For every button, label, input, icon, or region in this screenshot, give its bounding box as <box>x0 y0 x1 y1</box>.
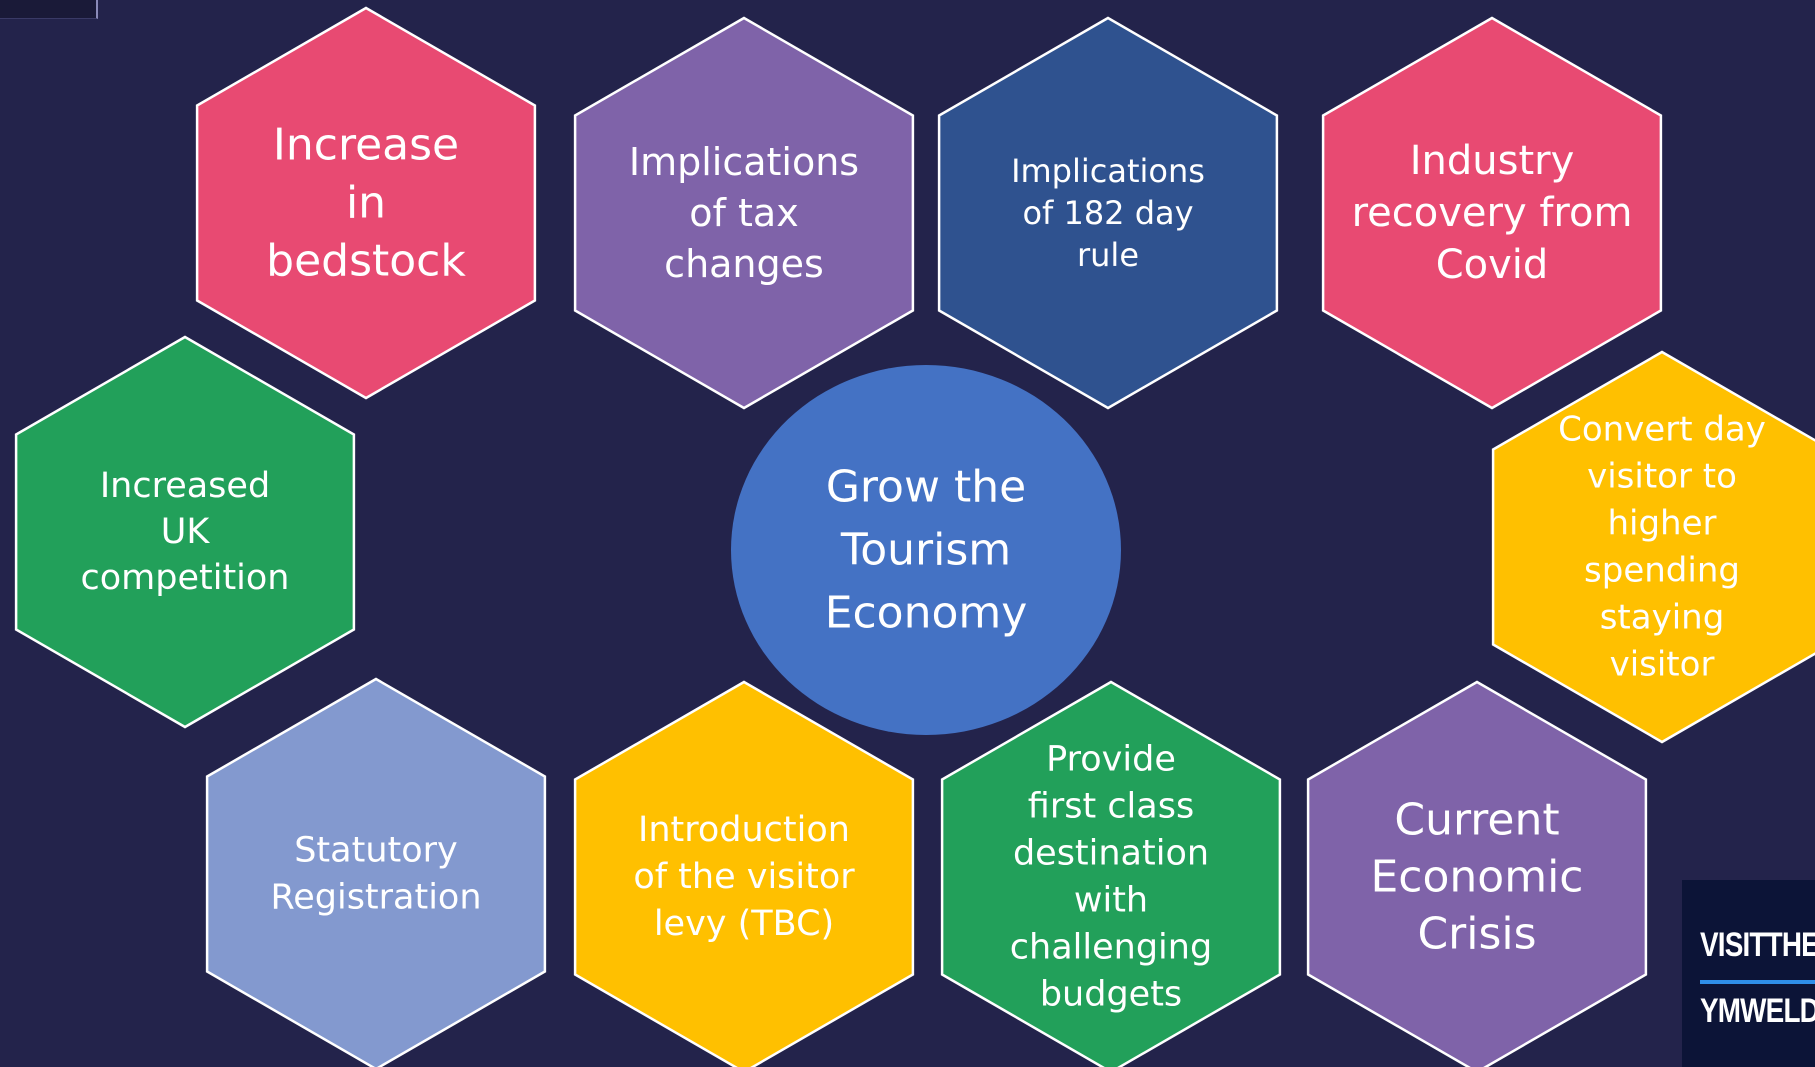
hexagon-bedstock: Increase in bedstock <box>195 6 537 400</box>
hexagon-destination-line: with <box>1074 881 1148 921</box>
logo-rule <box>1700 980 1815 984</box>
hexagon-levy: Introduction of the visitor levy (TBC) <box>573 680 915 1067</box>
hexagon-destination-line: budgets <box>1040 975 1182 1015</box>
hexagon-crisis-line: Crisis <box>1417 909 1536 960</box>
hexagon-competition-line: UK <box>161 512 211 552</box>
hexagon-convert-line: spending <box>1584 551 1740 591</box>
hexagon-destination-line: destination <box>1013 834 1209 874</box>
hexagon-shape <box>937 16 1279 410</box>
hexagon-tax-line: changes <box>664 242 824 286</box>
hexagon-rule182-line: of 182 day <box>1022 194 1193 232</box>
hexagon-destination-line: Provide <box>1046 740 1176 780</box>
hexagon-shape <box>1306 680 1648 1067</box>
logo-line-2: YMWELD <box>1700 992 1815 1030</box>
center-node-line: Economy <box>825 588 1028 639</box>
hexagon-tax-line: Implications <box>629 140 859 184</box>
hexagon-convert-line: higher <box>1607 504 1716 544</box>
hexagon-registration-line: Statutory <box>294 831 458 871</box>
hexagon-convert-line: Convert day <box>1558 410 1766 450</box>
hexagon-destination-line: first class <box>1028 787 1194 827</box>
hexagon-convert: Convert day visitor to higher spending stayi… <box>1491 350 1815 744</box>
corner-tab <box>0 0 98 19</box>
hexagon-rule182-line: Implications <box>1011 152 1205 190</box>
hexagon-covid-line: Industry <box>1410 138 1575 184</box>
hexagon-convert-line: visitor <box>1610 645 1715 685</box>
hexagon-bedstock-line: Increase <box>273 120 459 171</box>
hexagon-destination-line: challenging <box>1010 928 1212 968</box>
hexagon-competition-line: competition <box>81 558 290 598</box>
hexagon-crisis-line: Current <box>1394 795 1559 846</box>
visit-logo: VISITTHE YMWELD <box>1682 880 1815 1067</box>
hexagon-destination: Provide first class destination with challen… <box>940 680 1282 1067</box>
hexagon-shape <box>205 677 547 1067</box>
hexagon-covid-line: Covid <box>1436 242 1549 288</box>
hexagon-rule182-line: rule <box>1077 236 1139 274</box>
hexagon-rule182: Implications of 182 day rule <box>937 16 1279 410</box>
hexagon-bedstock-line: bedstock <box>266 236 466 287</box>
hexagon-shape <box>1491 350 1815 744</box>
hexagon-tax-line: of tax <box>689 191 798 235</box>
hexagon-levy-line: of the visitor <box>633 857 855 897</box>
logo-line-1: VISITTHE <box>1700 926 1815 964</box>
center-node-line: Tourism <box>840 525 1011 576</box>
center-circle <box>731 365 1121 735</box>
hexagon-convert-line: staying <box>1600 598 1725 638</box>
hexagon-shape <box>573 680 915 1067</box>
hexagon-convert-line: visitor to <box>1587 457 1737 497</box>
center-node-line: Grow the <box>826 462 1026 513</box>
hexagon-shape <box>14 335 356 729</box>
hexagon-registration-line: Registration <box>270 878 481 918</box>
hexagon-shape <box>573 16 915 410</box>
hexagon-levy-line: levy (TBC) <box>654 904 834 944</box>
hexagon-shape <box>1321 16 1663 410</box>
hexagon-shape <box>195 6 537 400</box>
hexagon-bedstock-line: in <box>346 178 386 229</box>
hexagon-covid-line: recovery from <box>1352 190 1633 236</box>
hexagon-competition-line: Increased <box>100 466 270 506</box>
hexagon-levy-line: Introduction <box>638 810 850 850</box>
hexagon-shape <box>940 680 1282 1067</box>
hexagon-crisis-line: Economic <box>1371 852 1584 903</box>
hexagon-tax: Implications of tax changes <box>573 16 915 410</box>
